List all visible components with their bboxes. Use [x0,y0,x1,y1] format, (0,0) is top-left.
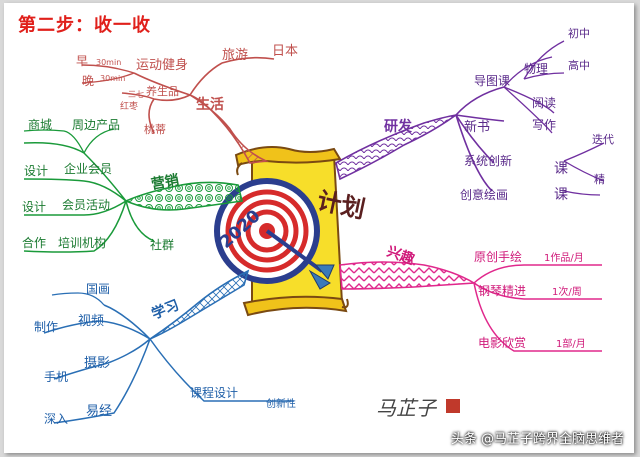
life-morning-time: 30min [96,58,121,67]
signature: 马芷子 [376,396,438,420]
rnd-writing: 写作 [532,118,556,132]
interest-movie: 电影欣赏 [478,336,526,350]
rnd-guide: 导图课 [474,74,510,88]
study-yijing: 易经 [86,404,112,419]
rnd-newbook: 新书 [464,119,490,135]
watermark: 头条 @马芷子跨界全脑思维者 [451,428,624,447]
study-drawing: 国画 [86,282,110,296]
mind-map-frame: 计划 2020 生活 旅游 日本 运动健身 早 30min 晚 30min 养生… [4,3,634,453]
rnd-junior: 初中 [568,26,590,40]
signature-area: 马芷子 [376,396,460,420]
marketing-enterprise: 企业会员 [64,161,112,176]
marketing-design-1: 设计 [24,164,48,178]
branch-marketing [24,129,242,252]
life-evening: 晚 [82,74,94,88]
marketing-products: 周边产品 [72,118,120,132]
rnd-branch-label: 研发 [384,118,413,135]
rnd-labels: 研发 导图课 物理 初中 高中 阅读 写作 新书 系统创新 创意绘画 课 课 迭… [384,26,614,203]
mind-map-canvas: 计划 2020 生活 旅游 日本 运动健身 早 30min 晚 30min 养生… [4,3,634,453]
study-produce: 制作 [34,320,58,334]
rnd-system: 系统创新 [464,153,512,168]
marketing-labels: 营销 商城 周边产品 设计 企业会员 设计 会员活动 合作 培训机构 社群 [22,117,180,252]
study-video: 视频 [78,314,104,329]
page-title: 第二步：收一收 [18,11,151,37]
life-evening-time: 30min [100,74,125,83]
life-taoti: 桃蒂 [144,122,166,136]
interest-piano-freq: 1次/周 [552,285,582,298]
rnd-iterate: 迭代 [592,133,614,146]
rnd-physics: 物理 [524,62,548,76]
life-health: 养生品 [146,84,179,98]
marketing-training: 培训机构 [58,235,106,250]
life-hongqi: 红枣 [120,100,138,112]
life-sanqi: 三七 [128,90,144,99]
life-exercise: 运动健身 [136,57,188,73]
study-newview: 创新性 [266,397,296,410]
rnd-creative: 创意绘画 [460,187,508,202]
rnd-reading: 阅读 [532,96,556,110]
interest-guzheng: 原创手绘 [474,249,522,264]
life-travel: 旅游 [222,48,248,63]
rnd-course-2: 课 [554,187,568,203]
interest-labels: 兴趣 原创手绘 1作品/月 钢琴精进 1次/周 电影欣赏 1部/月 [385,243,586,350]
interest-movie-freq: 1部/月 [556,337,586,350]
life-morning: 早 [76,54,88,68]
study-course: 课程设计 [190,385,238,400]
marketing-member: 会员活动 [62,198,110,212]
study-photo: 摄影 [84,356,110,371]
marketing-mall: 商城 [28,117,52,132]
seal-stamp [446,399,460,413]
rnd-senior: 高中 [568,58,590,72]
rnd-refine: 精 [594,173,605,186]
marketing-design-2: 设计 [22,200,46,214]
life-branch-label: 生活 [196,96,224,113]
interest-guzheng-freq: 1作品/月 [544,252,584,264]
interest-piano: 钢琴精进 [478,284,526,298]
marketing-community: 社群 [150,237,174,252]
marketing-partner: 合作 [22,235,46,250]
life-japan: 日本 [272,44,298,59]
rnd-course-1: 课 [554,161,568,177]
study-phone: 手机 [44,370,68,384]
study-branch-label: 学习 [149,296,181,322]
study-deep: 深入 [44,412,68,426]
branch-interest [340,262,602,351]
